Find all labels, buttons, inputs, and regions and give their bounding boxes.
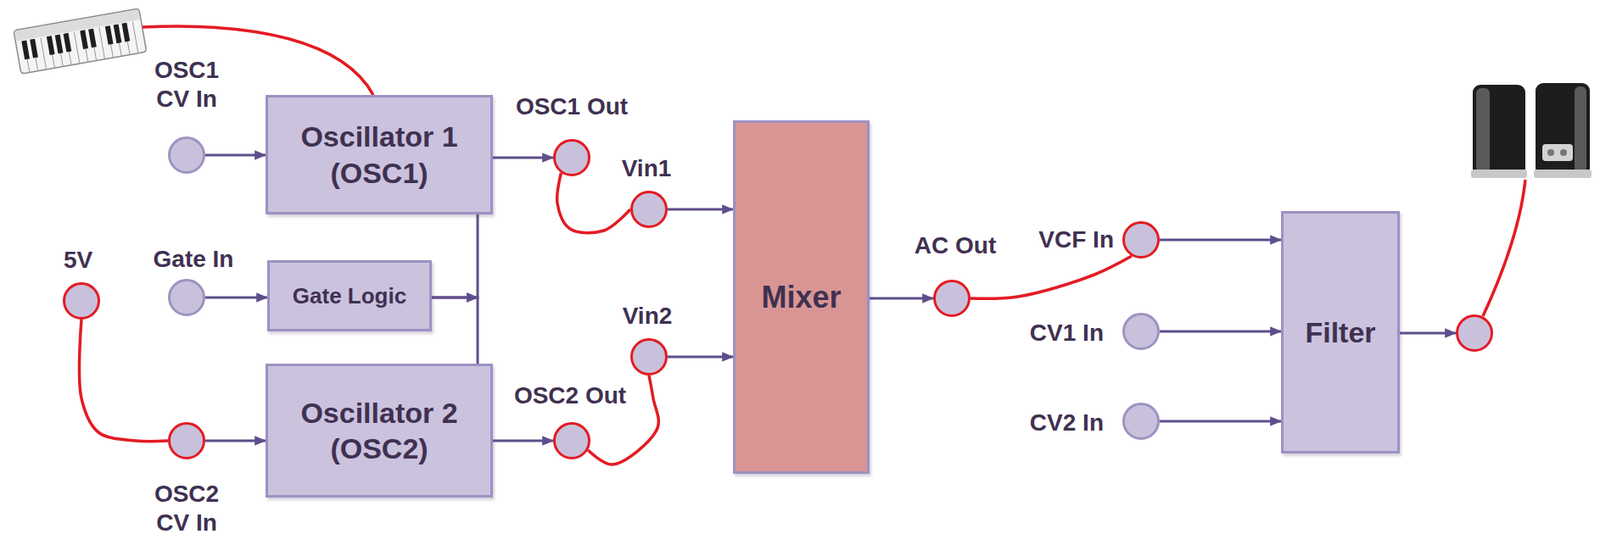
jack-label-slot: Vin2 <box>622 302 673 331</box>
signal-arrow <box>1159 420 1282 424</box>
module-box: Oscillator 2 (OSC2) <box>265 363 493 498</box>
speaker-cabinet <box>1535 83 1590 177</box>
speaker-knob <box>1547 149 1555 157</box>
patch-jack: OSC2 Out <box>553 422 591 460</box>
module-box: Oscillator 1 (OSC1) <box>265 95 493 215</box>
speaker-side <box>1574 86 1587 174</box>
signal-arrow <box>205 154 266 157</box>
jack-label-slot: AC Out <box>914 231 996 261</box>
patch-jack: AC Out <box>933 279 971 318</box>
module-box: Mixer <box>732 120 870 475</box>
speaker-base <box>1533 169 1592 179</box>
patch-jack: Vin2 <box>630 338 668 376</box>
jack-label-slot: CV2 In <box>1029 408 1104 438</box>
jack-label: VCF In <box>1038 225 1114 255</box>
speaker-knob <box>1560 149 1567 157</box>
module-box: Gate Logic <box>267 260 432 332</box>
signal-arrow <box>1159 239 1282 242</box>
module-name: Gate Logic <box>292 282 407 311</box>
output-jack <box>1457 316 1493 352</box>
jack-label: CV1 In <box>1029 318 1104 348</box>
jack-label-slot: VCF In <box>1038 225 1114 255</box>
module-box: Filter <box>1281 211 1400 454</box>
speaker-cable <box>1482 179 1526 317</box>
signal-arrow <box>431 214 478 298</box>
patch-jack: 5V <box>62 282 101 320</box>
jack-label-slot: OSC2 Out <box>514 381 627 411</box>
jack-label: OSC1 CV In <box>144 55 230 114</box>
jack-label: AC Out <box>914 231 996 261</box>
speaker-side <box>1476 88 1490 174</box>
black-keys <box>21 22 130 61</box>
signal-arrow <box>667 356 733 359</box>
jack-label: 5V <box>63 246 93 275</box>
patch-cable <box>557 173 631 234</box>
speaker-base <box>1471 169 1528 179</box>
connector-layer <box>78 155 1282 465</box>
speaker-cabinet <box>1472 84 1526 177</box>
signal-arrow <box>431 297 478 364</box>
jack-label: Vin1 <box>621 154 672 184</box>
signal-arrow <box>492 156 554 160</box>
signal-arrow <box>205 440 266 443</box>
patch-jack: CV2 In <box>1122 402 1160 441</box>
patch-jack: OSC1 Out <box>553 139 591 177</box>
jack-label: Vin2 <box>622 302 673 331</box>
speakers-icon <box>1471 83 1592 179</box>
signal-arrow <box>869 297 934 301</box>
jack-label-slot: Gate In <box>153 245 235 275</box>
patch-jack: CV1 In <box>1122 313 1160 351</box>
signal-arrow <box>1159 330 1282 334</box>
module-name: Mixer <box>760 278 841 317</box>
jack-label-slot: OSC2 CV In <box>144 480 230 538</box>
module-name: Oscillator 1 (OSC1) <box>281 118 477 191</box>
signal-arrow <box>492 440 554 443</box>
jack-label-slot: CV1 In <box>1029 318 1104 348</box>
jack-label: Gate In <box>153 245 235 275</box>
module-name: Oscillator 2 (OSC2) <box>281 395 477 468</box>
signal-arrow <box>205 296 268 300</box>
patch-cable <box>78 319 168 442</box>
white-keys <box>23 21 139 73</box>
jack-label: OSC2 CV In <box>144 480 230 538</box>
patch-cable <box>970 256 1132 299</box>
patch-jack: VCF In <box>1122 221 1160 259</box>
speaker-panel <box>1542 144 1573 162</box>
jack-label: OSC1 Out <box>515 92 628 122</box>
output-arrow <box>1399 332 1456 336</box>
keyboard-body <box>13 8 147 74</box>
patch-jack: Gate In <box>167 279 206 317</box>
jack-label-slot: 5V <box>63 246 93 275</box>
signal-arrow <box>667 208 733 212</box>
patch-jack: Vin1 <box>630 190 668 229</box>
module-name: Filter <box>1304 314 1376 352</box>
jack-label-slot: OSC1 Out <box>515 92 628 122</box>
jack-label-slot: Vin1 <box>621 154 672 184</box>
jack-label-slot: OSC1 CV In <box>144 55 230 114</box>
patch-jack: OSC1 CV In <box>167 136 206 174</box>
jack-label: CV2 In <box>1029 408 1104 438</box>
keyboard-icon <box>13 8 147 74</box>
patch-jack: OSC2 CV In <box>167 422 206 460</box>
jack-label: OSC2 Out <box>514 381 627 411</box>
keyboard-panel <box>14 9 140 42</box>
